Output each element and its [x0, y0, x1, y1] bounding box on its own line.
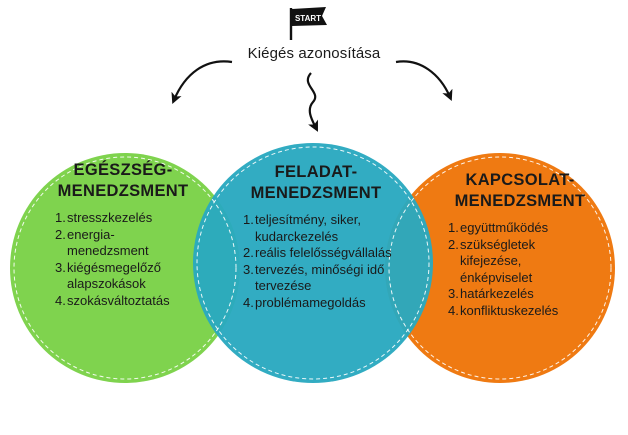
title-line: KAPCSOLAT- — [465, 171, 575, 189]
arrow-down — [306, 72, 318, 132]
list-item: 4.problémamegoldás — [243, 295, 398, 312]
item-number: 3. — [55, 259, 66, 275]
list-item: 1.teljesítmény, siker, kudarckezelés — [243, 212, 398, 245]
top-label: Kiégés azonosítása — [247, 45, 381, 62]
egeszseg-content: EGÉSZSÉG- MENEDZSMENT 1.stresszkezelés 2… — [48, 160, 198, 309]
item-number: 4. — [448, 302, 459, 318]
item-number: 4. — [55, 292, 66, 308]
arrow-left — [171, 60, 233, 105]
item-number: 4. — [243, 294, 254, 310]
start-flag-text: START — [295, 14, 321, 23]
list-item: 3.határkezelés — [448, 286, 593, 303]
list-item: 2.reális felelősségvállalás — [243, 245, 398, 262]
item-number: 3. — [448, 286, 459, 301]
kapcsolat-list: 1.együttműködés 2.szükségletek kifejezés… — [448, 220, 593, 319]
item-number: 2. — [243, 245, 254, 260]
title-line: MENEDZSMENT — [250, 184, 382, 202]
item-text: kiégésmegelőző alapszokások — [67, 259, 161, 292]
title-line: MENEDZSMENT — [454, 192, 586, 210]
kapcsolat-title: KAPCSOLAT- MENEDZSMENT — [440, 170, 600, 212]
title-line: MENEDZSMENT — [57, 182, 189, 200]
item-text: konfliktuskezelés — [460, 302, 559, 318]
arrow-right — [395, 60, 453, 102]
item-number: 1. — [448, 220, 459, 235]
circle-egeszseg-dashed-outline — [13, 156, 237, 380]
item-number: 3. — [243, 261, 254, 277]
list-item: 3.kiégésmegelőző alapszokások — [55, 260, 195, 293]
list-item: 3.tervezés, minőségi idő tervezése — [243, 262, 398, 295]
item-text: tervezés, minőségi idő tervezése — [255, 261, 385, 294]
item-text: szokásváltoztatás — [67, 292, 170, 308]
item-number: 2. — [448, 236, 459, 252]
item-text: szükségletek kifejezése, énképviselet — [460, 236, 536, 285]
list-item: 2.szükségletek kifejezése, énképviselet — [448, 237, 593, 287]
egeszseg-title: EGÉSZSÉG- MENEDZSMENT — [48, 160, 198, 202]
circle-kapcsolat-dashed-outline — [388, 156, 612, 380]
item-text: problémamegoldás — [255, 294, 366, 310]
circle-egeszseg — [10, 153, 240, 383]
item-text: reális felelősségvállalás — [255, 245, 392, 260]
list-item: 4.konfliktuskezelés — [448, 303, 593, 320]
item-text: stresszkezelés — [67, 210, 153, 225]
list-item: 4.szokásváltoztatás — [55, 293, 195, 310]
circle-feladat — [193, 143, 433, 383]
list-item: 1.stresszkezelés — [55, 210, 195, 227]
title-line: EGÉSZSÉG- — [73, 161, 173, 179]
egeszseg-list: 1.stresszkezelés 2.energia-menedzsment 3… — [55, 210, 195, 309]
item-number: 2. — [55, 226, 66, 242]
list-item: 2.energia-menedzsment — [55, 227, 195, 260]
circle-feladat-dashed-outline — [196, 146, 430, 380]
item-text: együttműködés — [460, 220, 549, 235]
item-text: teljesítmény, siker, kudarckezelés — [255, 212, 361, 244]
feladat-content: FELADAT- MENEDZSMENT 1.teljesítmény, sik… — [236, 162, 396, 311]
item-text: határkezelés — [460, 286, 534, 301]
start-flag-icon: START — [286, 4, 330, 40]
feladat-title: FELADAT- MENEDZSMENT — [236, 162, 396, 204]
circle-kapcsolat — [385, 153, 615, 383]
kapcsolat-content: KAPCSOLAT- MENEDZSMENT 1.együttműködés 2… — [440, 170, 600, 319]
list-item: 1.együttműködés — [448, 220, 593, 237]
item-number: 1. — [243, 212, 254, 227]
item-text: energia-menedzsment — [67, 226, 149, 259]
item-number: 1. — [55, 210, 66, 225]
title-line: FELADAT- — [274, 163, 358, 181]
feladat-list: 1.teljesítmény, siker, kudarckezelés 2.r… — [243, 212, 398, 311]
